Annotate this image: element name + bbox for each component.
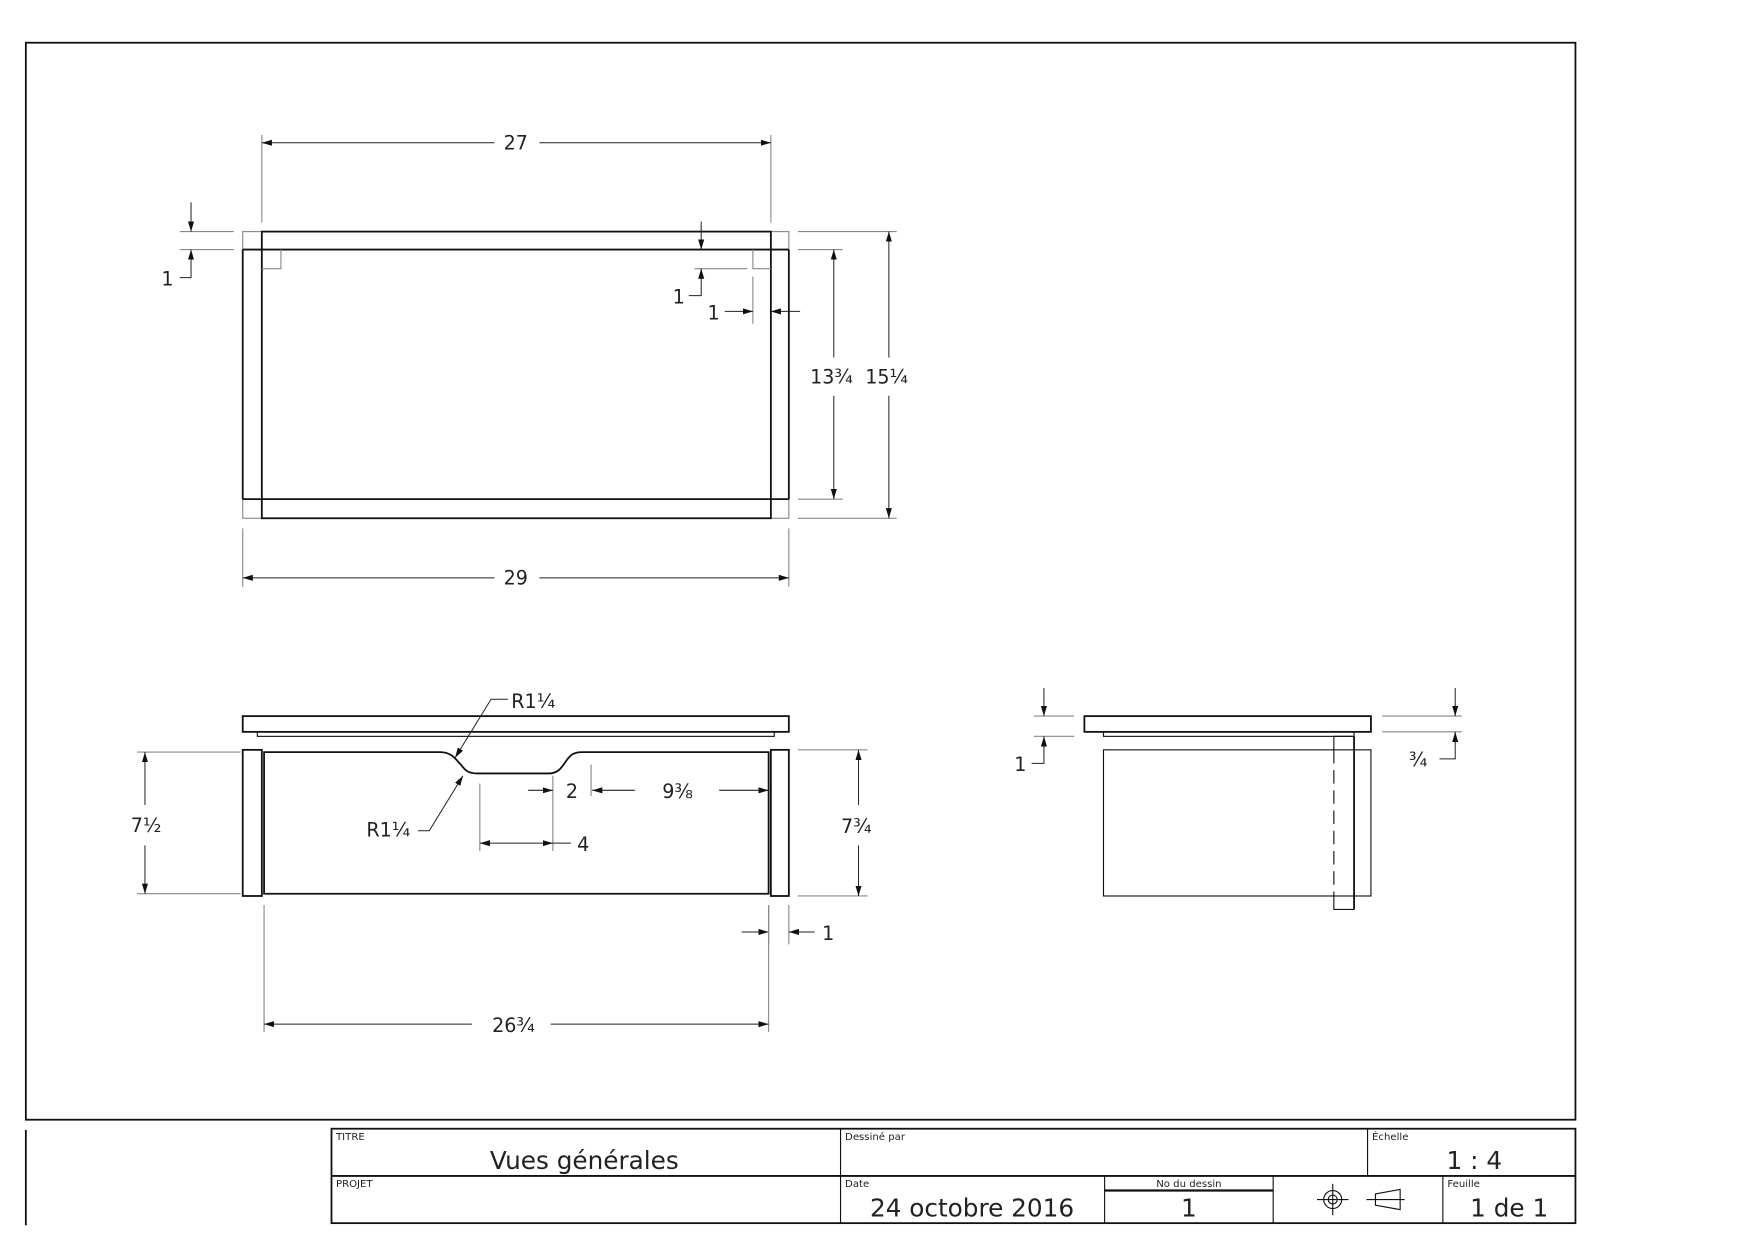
project-label: PROJET [336,1179,373,1190]
dim-depth-outer: 15¼ [865,365,908,388]
drawn-by-label: Dessiné par [845,1131,906,1143]
title-block: TITRE Vues générales Dessiné par Échelle… [330,1127,1577,1225]
dim-width-outer: 29 [504,567,528,590]
drawing-no-value: 1 [1181,1193,1197,1222]
date-value: 24 octobre 2016 [870,1193,1074,1222]
dim-top-thickness: ¾ [1409,749,1428,772]
dim-radius-top: R1¼ [511,690,555,713]
dim-height-right: 7¾ [841,815,872,838]
date-label: Date [845,1179,869,1190]
scale-label: Échelle [1372,1130,1408,1143]
dim-board-inside-v: 1 [673,286,685,309]
front-view: R1¼ R1¼ 2 9⅜ 4 7½ 7¾ 1 26¾ [131,690,872,1037]
sheet-value: 1 de 1 [1470,1193,1548,1222]
side-view: 1 ¾ [1014,688,1462,911]
scale-value: 1 : 4 [1447,1146,1502,1175]
dim-board-left: 1 [161,268,173,291]
title-value: Vues générales [490,1146,679,1175]
dim-top-gap: 1 [1014,753,1026,776]
projection-symbol-icon [1316,1183,1405,1216]
dim-radius-bottom: R1¼ [366,818,410,841]
dim-width-inner: 27 [504,132,528,155]
sheet-label: Feuille [1447,1179,1480,1190]
top-view: 27 29 13¾ 15¼ 1 1 1 [161,132,908,590]
dim-notch-offset: 2 [566,780,578,803]
drawing-border [24,41,1577,1121]
dim-depth-inner: 13¾ [810,365,853,388]
dim-leg-thickness: 1 [822,922,834,945]
dim-height-left: 7½ [131,814,162,837]
dim-notch-width: 4 [577,833,589,856]
drawing-no-label: No du dessin [1156,1179,1221,1190]
dim-panel-length: 26¾ [492,1014,535,1037]
dim-board-inside-h: 1 [707,301,719,324]
dim-notch-right: 9⅜ [662,780,693,803]
title-label: TITRE [335,1132,365,1143]
